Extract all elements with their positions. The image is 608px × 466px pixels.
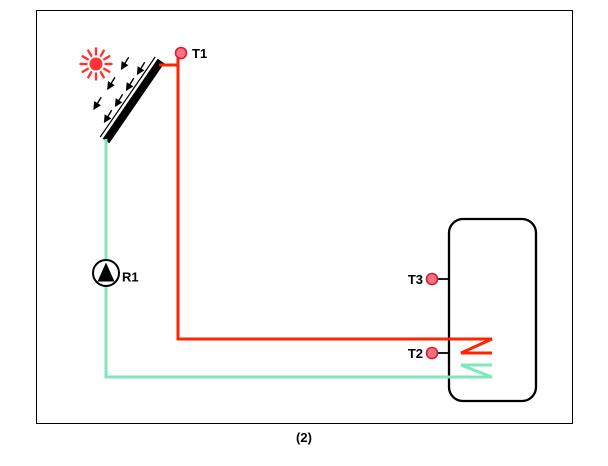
sun-ray: [99, 49, 106, 57]
pump-label: R1: [122, 269, 139, 284]
irradiance-arrow-icon: [120, 56, 130, 70]
irradiance-arrow-icon: [103, 109, 113, 124]
storage-tank-icon: [447, 217, 538, 403]
sensor-t3-dot: [425, 272, 439, 286]
sun-ray: [102, 55, 111, 61]
sensor-t2-dot: [425, 346, 439, 360]
schematic: R1 T1 T3 T2: [79, 46, 538, 403]
figure-caption: (2): [296, 430, 312, 445]
sensor-t2-label: T2: [408, 346, 423, 361]
irradiance-arrows: [93, 56, 146, 124]
pump-icon: [92, 259, 120, 287]
pump-rotor: [97, 262, 115, 282]
collector-glass-line: [99, 56, 156, 138]
irradiance-arrow-icon: [107, 76, 116, 90]
sensor-t3-label: T3: [408, 272, 423, 287]
sun-ray: [87, 49, 93, 57]
sun-ray: [102, 67, 111, 73]
irradiance-arrow-icon: [125, 77, 135, 92]
hot-pipe: [159, 55, 493, 355]
sun-ray: [81, 55, 89, 61]
diagram-frame: R1 T1 T3 T2: [36, 10, 573, 424]
irradiance-arrow-icon: [136, 61, 146, 76]
collector-bar: [102, 58, 165, 144]
cold-pipe: [104, 139, 493, 379]
sun-ray: [99, 71, 106, 79]
sun-ray: [87, 71, 93, 79]
irradiance-arrow-icon: [93, 96, 102, 110]
hot-pipe-run: [176, 55, 493, 355]
sun-ray: [81, 67, 89, 73]
sensor-t1-dot: [174, 46, 188, 60]
sun-icon: [79, 47, 113, 81]
sensor-t1-label: T1: [192, 46, 207, 61]
sun-core: [89, 57, 103, 71]
irradiance-arrow-icon: [114, 93, 124, 108]
solar-collector-icon: [99, 56, 165, 144]
